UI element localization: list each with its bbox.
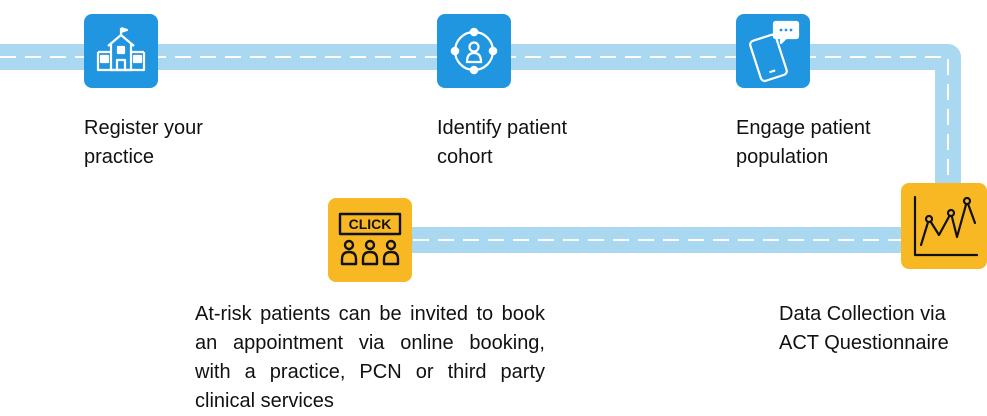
line-chart-icon	[901, 183, 987, 269]
label-line: ACT Questionnaire	[779, 332, 949, 354]
label-line: book an appointment via online	[195, 303, 545, 354]
label-line: population	[736, 146, 829, 168]
step-label-identify: Identify patient cohort	[437, 114, 567, 172]
label-line: practice	[84, 146, 155, 168]
label-line: Identify patient	[437, 117, 568, 139]
smartphone-chat-icon	[736, 14, 810, 88]
click-icon-text: CLICK	[349, 216, 392, 232]
step-label-engage: Engage patient population	[736, 114, 871, 172]
label-line: Data Collection via	[779, 303, 946, 325]
step-label-at-risk: At-risk patients can be invited to book …	[195, 300, 545, 416]
label-line: Register your	[84, 117, 203, 139]
school-building-icon	[84, 14, 158, 88]
click-group-icon: CLICK	[328, 198, 412, 282]
label-line: third party clinical services	[195, 361, 546, 412]
label-line: Engage patient	[736, 117, 871, 139]
label-line: At-risk patients can be invited to	[195, 303, 494, 325]
label-line: cohort	[437, 146, 493, 168]
step-label-register: Register your practice	[84, 114, 203, 172]
label-line: booking, with a practice, PCN or	[195, 332, 545, 383]
step-label-data-collection: Data Collection via ACT Questionnaire	[779, 300, 949, 358]
target-person-icon	[437, 14, 511, 88]
